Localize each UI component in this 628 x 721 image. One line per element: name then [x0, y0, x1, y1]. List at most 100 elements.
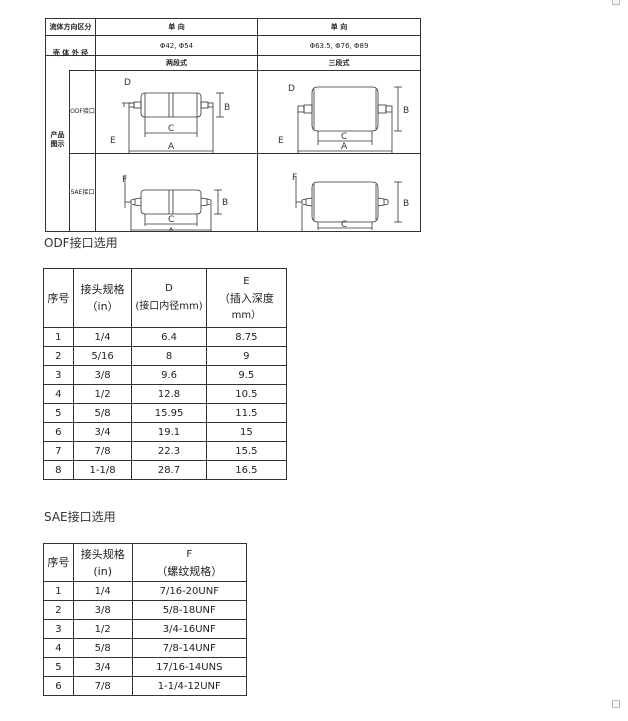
- cell-no: 1: [43, 327, 74, 347]
- dim-d-label: D: [124, 78, 131, 88]
- cell-spec: 7/8: [72, 441, 133, 461]
- cell-spec: 1/2: [72, 619, 133, 639]
- cell-no: 2: [43, 600, 74, 620]
- cell-no: 2: [43, 346, 74, 366]
- cell-no: 4: [43, 384, 74, 404]
- cell-d: 8: [131, 346, 207, 366]
- dim-f-label: F: [122, 175, 127, 185]
- cell-d: 12.8: [131, 384, 207, 404]
- dim-a-label: A: [341, 142, 348, 152]
- dim-c-label: C: [168, 124, 174, 134]
- header-spec: 接头规格 （in）: [72, 268, 133, 328]
- cell-e: 8.75: [205, 327, 288, 347]
- cell-no: 5: [43, 657, 74, 677]
- cell-f: 7/16-20UNF: [131, 581, 248, 601]
- cell-f: 3/4-16UNF: [131, 619, 248, 639]
- dim-c-label: C: [341, 220, 347, 230]
- cell-no: 7: [43, 441, 74, 461]
- odf-three-section-drawing: D E C A B: [278, 84, 409, 153]
- dim-a-label: A: [168, 227, 175, 231]
- dim-e-label: E: [278, 136, 284, 146]
- table-header-row: 序号 接头规格 (in) F （螺纹规格）: [43, 543, 248, 582]
- dim-b-label: B: [403, 199, 409, 209]
- cell-d: 6.4: [131, 327, 207, 347]
- cell-e: 15.5: [205, 441, 288, 461]
- section-type-1: 两段式: [166, 59, 187, 67]
- cell-e: 11.5: [205, 403, 288, 423]
- corner-mark: [612, 700, 620, 708]
- cell-spec: 7/8: [72, 676, 133, 696]
- cell-no: 6: [43, 422, 74, 442]
- cell-d: 22.3: [131, 441, 207, 461]
- sae-port-label: SAE接口: [70, 188, 95, 196]
- sae-section-title: SAE接口选用: [44, 510, 116, 524]
- cell-spec: 1/4: [72, 327, 133, 347]
- cell-spec: 3/8: [72, 600, 133, 620]
- odf-port-label: ODF接口: [70, 107, 95, 115]
- dim-d-label: D: [288, 84, 295, 94]
- cell-d: 15.95: [131, 403, 207, 423]
- dim-a-label: A: [168, 142, 175, 152]
- dim-b-label: B: [222, 198, 228, 208]
- cell-spec: 5/16: [72, 346, 133, 366]
- corner-mark: [612, 0, 620, 5]
- shell-diameter-value-1: Φ42, Φ54: [159, 41, 194, 50]
- cell-spec: 1/2: [72, 384, 133, 404]
- cell-d: 19.1: [131, 422, 207, 442]
- fluid-direction-value-1: 单 向: [168, 23, 185, 31]
- header-spec: 接头规格 (in): [72, 543, 133, 582]
- sae-two-section-drawing: F C A B: [122, 175, 228, 231]
- cell-e: 9.5: [205, 365, 288, 385]
- dim-f-label: F: [292, 173, 297, 183]
- fluid-direction-label: 流体方向区分: [49, 23, 92, 31]
- cell-f: 17/16-14UNS: [131, 657, 248, 677]
- cell-d: 9.6: [131, 365, 207, 385]
- cell-e: 10.5: [205, 384, 288, 404]
- cell-e: 16.5: [205, 460, 288, 480]
- header-d: D (接口内径mm): [131, 268, 207, 328]
- cell-spec: 1/4: [72, 581, 133, 601]
- header-e: E （插入深度 mm）: [205, 268, 288, 328]
- cell-e: 9: [205, 346, 288, 366]
- dim-e-label: E: [110, 136, 116, 146]
- cell-spec: 3/4: [72, 657, 133, 677]
- odf-two-section-drawing: D E C A B: [110, 78, 230, 153]
- cell-e: 15: [205, 422, 288, 442]
- cell-no: 4: [43, 638, 74, 658]
- dim-b-label: B: [224, 103, 230, 113]
- table-header-row: 序号 接头规格 （in） D (接口内径mm) E （插入深度 mm）: [43, 268, 288, 328]
- dim-b-label: B: [403, 106, 409, 116]
- fluid-direction-value-2: 单 向: [330, 23, 348, 31]
- section-type-2: 三段式: [328, 59, 350, 67]
- cell-no: 1: [43, 581, 74, 601]
- header-no: 序号: [43, 543, 74, 582]
- header-f: F （螺纹规格）: [131, 543, 248, 582]
- cell-no: 8: [43, 460, 74, 480]
- cell-no: 6: [43, 676, 74, 696]
- cell-f: 7/8-14UNF: [131, 638, 248, 658]
- spec-table: 流体方向区分 单 向 单 向 壳 体 外 径 Φ42, Φ54 Φ63.5, Φ…: [45, 18, 421, 232]
- odf-section-title: ODF接口选用: [44, 236, 118, 250]
- cell-spec: 5/8: [72, 403, 133, 423]
- cell-spec: 3/4: [72, 422, 133, 442]
- cell-no: 3: [43, 365, 74, 385]
- shell-diameter-label: 壳 体 外 径: [52, 49, 89, 57]
- product-illustration-label: 产品 图示: [50, 131, 65, 148]
- cell-no: 3: [43, 619, 74, 639]
- cell-spec: 3/8: [72, 365, 133, 385]
- cell-no: 5: [43, 403, 74, 423]
- cell-d: 28.7: [131, 460, 207, 480]
- shell-diameter-value-2: Φ63.5, Φ76, Φ89: [309, 41, 369, 50]
